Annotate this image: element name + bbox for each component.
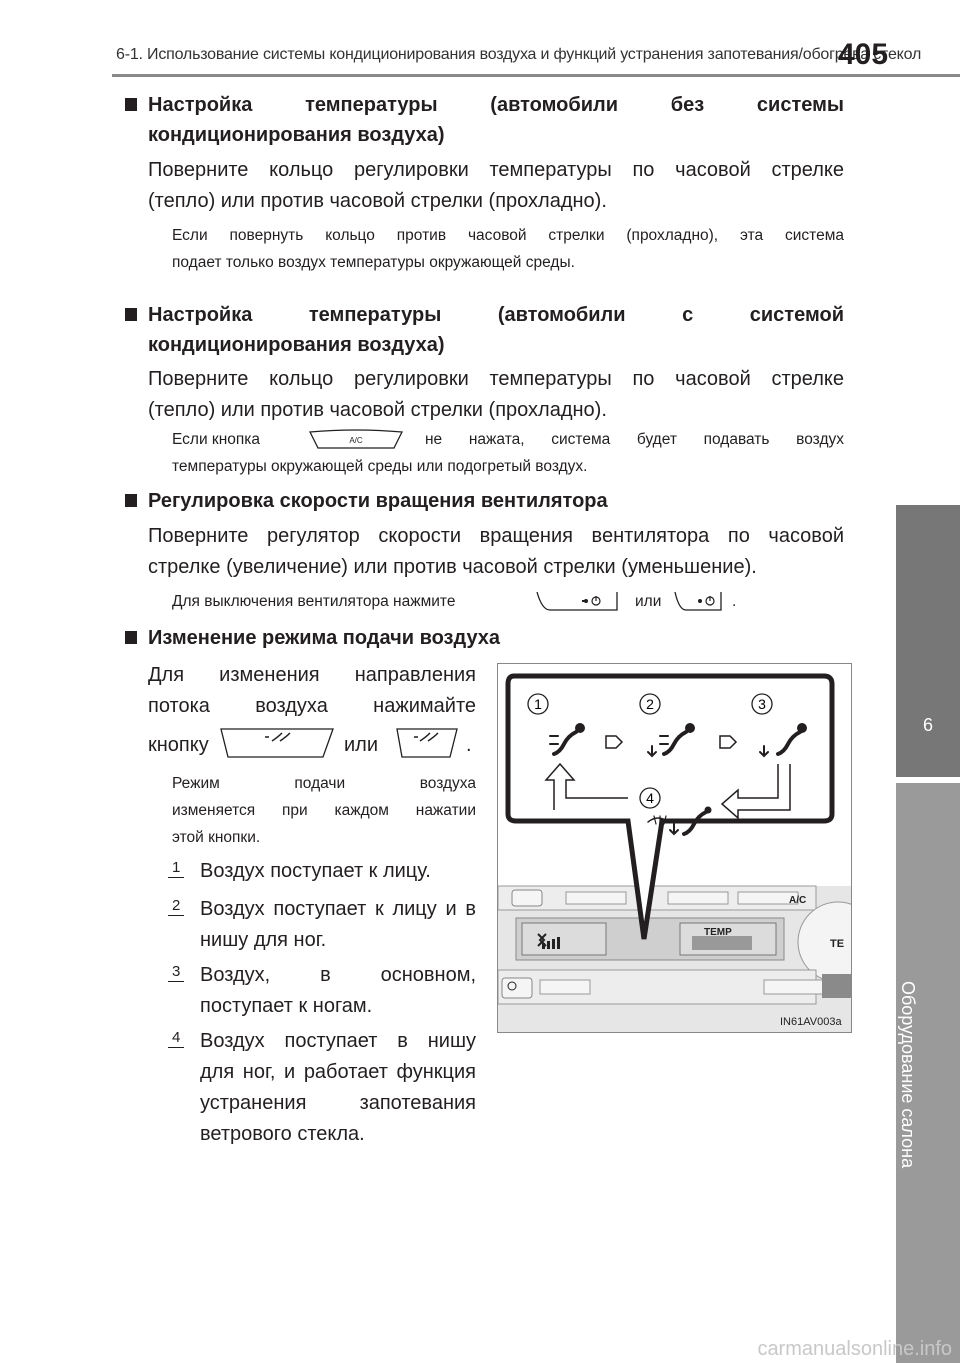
item-number: 1 [168,859,185,878]
section-heading: Настройка температуры (автомобили без си… [148,94,844,116]
note-text: Режим подачи воздуха [172,775,476,792]
body-text: потока воздуха нажимайте [148,695,476,717]
defrost-foot-mode-icon [647,806,712,836]
footer-watermark[interactable]: carmanualsonline.info [757,1338,952,1360]
list-item: Воздух поступает к лицу. [200,860,431,882]
list-item: поступает к ногам. [200,995,373,1017]
section-heading: кондиционирования воздуха) [148,334,445,356]
air-mode-figure: A/C TEMP TE IN61AV003a 1 2 3 4 [497,663,852,1033]
chapter-label: Оборудование салона [898,981,918,1169]
list-item: Воздух поступает к лицу и в [200,898,476,920]
air-mode-button-icon [220,728,334,758]
list-item: Воздух поступает в нишу [200,1030,476,1052]
section-heading: Изменение режима подачи воздуха [148,627,501,649]
item-number: 4 [168,1029,185,1048]
callout-3: 3 [758,696,766,712]
body-text: кнопку [148,734,209,756]
list-item: устранения запотевания [200,1092,476,1114]
note-text: этой кнопки. [172,829,261,846]
note-text: . [732,593,737,610]
arrow-up-icon [544,762,628,810]
body-text: стрелке (увеличение) или против часовой … [148,556,757,578]
bilevel-mode-icon [647,723,695,758]
air-mode-button-alt-icon [396,728,458,758]
air-mode-diagram: A/C TEMP TE IN61AV003a 1 2 3 4 [498,673,851,1032]
section-heading: Настройка температуры (автомобили с сист… [148,304,844,326]
section-heading: Регулировка скорости вращения вентилятор… [148,490,608,512]
note-text: Если кнопка [172,431,261,448]
fan-off-button-alt-icon [674,591,722,611]
figure-code: IN61AV003a [780,1016,842,1028]
section-heading: кондиционирования воздуха) [148,124,445,146]
callout-4: 4 [646,790,654,806]
list-item: Воздух, в основном, [200,964,476,986]
fan-off-button-icon [536,591,618,611]
section-bullet-icon [125,631,137,644]
body-text: Поверните регулятор скорости вращения ве… [148,525,844,547]
ac-button-label: A/C [349,436,363,445]
ac-button-icon: A/C [308,429,404,449]
note-text: температуры окружающей среды или подогре… [172,458,588,475]
panel-ac-label: A/C [789,895,806,906]
arrow-left-icon [720,764,791,820]
callout-2: 2 [646,696,654,712]
panel-temp-label: TEMP [704,927,732,938]
note-text: подает только воздух температуры окружаю… [172,254,575,271]
section-bullet-icon [125,98,137,111]
chapter-label-tab[interactable]: Оборудование салона [896,783,960,1363]
header-divider [112,74,960,77]
callout-1: 1 [534,696,542,712]
arrow-right-icon [605,735,624,749]
body-text: Для изменения направления [148,664,476,686]
note-text: Если повернуть кольцо против часовой стр… [172,227,844,244]
section-bullet-icon [125,308,137,321]
item-number: 2 [168,897,185,916]
body-text: или [344,734,379,756]
panel-edge-label: TE [830,938,844,950]
arrow-right-icon [719,735,738,749]
body-text: . [466,734,472,756]
list-item: для ног, и работает функция [200,1061,476,1083]
foot-mode-icon [759,723,807,758]
note-text: Для выключения вентилятора нажмите [172,593,456,610]
body-text: (тепло) или против часовой стрелки (прох… [148,190,607,212]
note-text: изменяется при каждом нажатии [172,802,476,819]
item-number: 3 [168,963,185,982]
chapter-tab[interactable]: 6 [896,505,960,777]
body-text: (тепло) или против часовой стрелки (прох… [148,399,607,421]
section-bullet-icon [125,494,137,507]
page-number: 405 [838,38,889,71]
face-mode-icon [549,723,585,756]
note-text: не нажата, система будет подавать воздух [425,431,844,448]
note-text: или [635,593,662,610]
list-item: ветрового стекла. [200,1123,365,1145]
body-text: Поверните кольцо регулировки температуры… [148,368,844,390]
list-item: нишу для ног. [200,929,327,951]
body-text: Поверните кольцо регулировки температуры… [148,159,844,181]
chapter-number: 6 [922,715,933,735]
header-title: 6-1. Использование системы кондициониров… [116,46,922,63]
